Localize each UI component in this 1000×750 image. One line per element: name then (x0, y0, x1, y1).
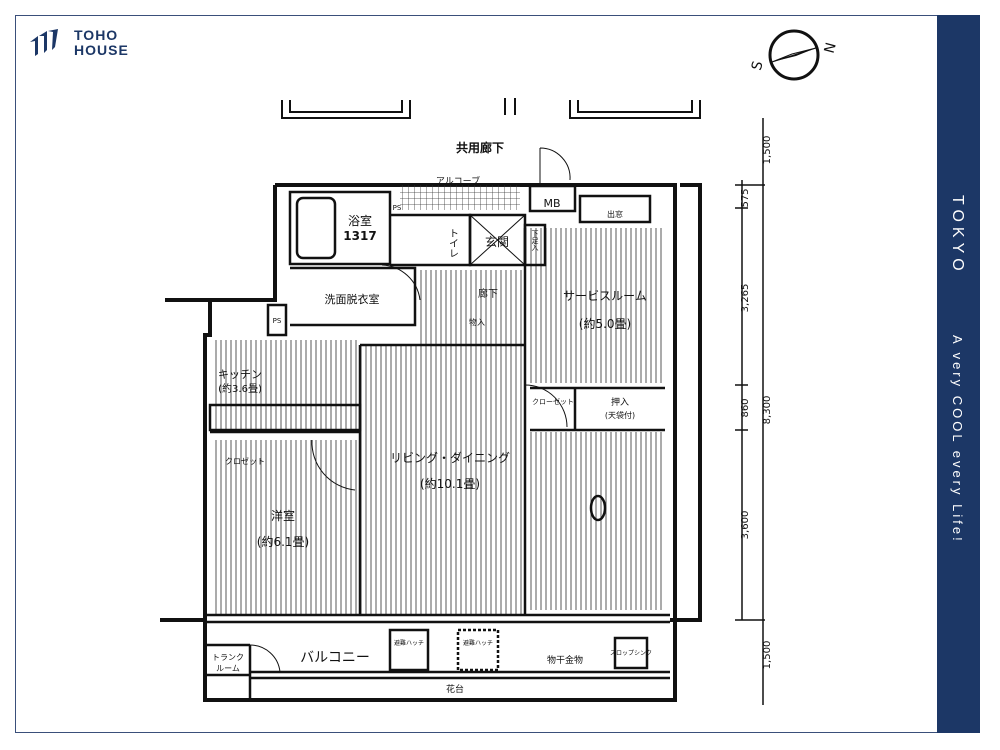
label-western-room: 洋室 (271, 508, 295, 523)
label-ps-kitchen: PS (273, 317, 282, 325)
dim-5: 3,600 (740, 511, 751, 540)
upper-building-walls (281, 98, 701, 119)
compass-icon: S N (749, 29, 840, 81)
side-band (937, 15, 980, 733)
label-corridor: 共用廊下 (456, 140, 504, 155)
label-hall: 廊下 (478, 287, 498, 300)
label-oshiire: 押入 (611, 396, 629, 408)
label-bay-window: 出窓 (607, 209, 623, 219)
band-title: TOKYO (949, 195, 966, 276)
label-storage: 物入 (469, 317, 485, 327)
label-closet-left: クロゼット (225, 456, 265, 466)
label-bath-size: 1317 (343, 229, 376, 243)
label-entrance: 玄関 (485, 234, 509, 249)
label-trunk-room-1: トランク (212, 653, 244, 662)
dim-2: 575 (740, 188, 751, 207)
label-bath: 浴室 (348, 213, 372, 228)
label-trunk-room-2: ルーム (216, 664, 240, 673)
outer-walls (160, 183, 702, 702)
label-flower-stand: 花台 (446, 683, 464, 695)
dim-1: 1,500 (762, 136, 773, 165)
label-hatch-2: 避難ハッチ (463, 639, 493, 647)
dimension-lines (735, 118, 765, 705)
label-living-dining: リビング・ダイニング (390, 450, 510, 465)
label-living-dining-size: (約10.1畳) (420, 476, 480, 491)
logo-mark-icon (30, 29, 58, 56)
label-oshiire-note: (天袋付) (605, 410, 635, 420)
brand-logo: TOHO HOUSE (28, 28, 129, 58)
brand-line-1: TOHO (74, 27, 119, 43)
label-shoe-storage: 下足入 (531, 230, 539, 251)
label-ps-top: PS (393, 204, 402, 212)
label-kitchen: キッチン (218, 368, 262, 381)
label-closet-right: クローゼット (532, 397, 574, 406)
label-kitchen-size: (約3.6畳) (218, 382, 262, 395)
compass-north: N (822, 41, 840, 55)
dim-4: 860 (740, 398, 751, 417)
label-laundry-hanger: 物干金物 (547, 654, 583, 666)
compass-south: S (749, 59, 767, 72)
label-slop-sink: スロップシンク (610, 650, 652, 657)
label-service-room: サービスルーム (563, 289, 647, 303)
brand-line-2: HOUSE (74, 42, 129, 58)
dim-total: 8,300 (762, 396, 773, 425)
label-washroom: 洗面脱衣室 (325, 292, 380, 306)
label-balcony: バルコニー (300, 650, 370, 666)
label-hatch-1: 避難ハッチ (394, 639, 424, 647)
inner-walls (205, 147, 670, 700)
band-slogan: A very COOL every Life! (950, 335, 965, 544)
dim-3: 3,265 (740, 284, 751, 313)
label-western-room-size: (約6.1畳) (257, 534, 309, 549)
label-toilet: トイレ (447, 228, 459, 258)
dim-6: 1,500 (762, 641, 773, 670)
label-alcove: アルコーブ (436, 175, 480, 187)
label-service-room-size: (約5.0畳) (579, 316, 631, 331)
label-mb: MB (543, 197, 560, 210)
hatched-floors (212, 185, 665, 615)
